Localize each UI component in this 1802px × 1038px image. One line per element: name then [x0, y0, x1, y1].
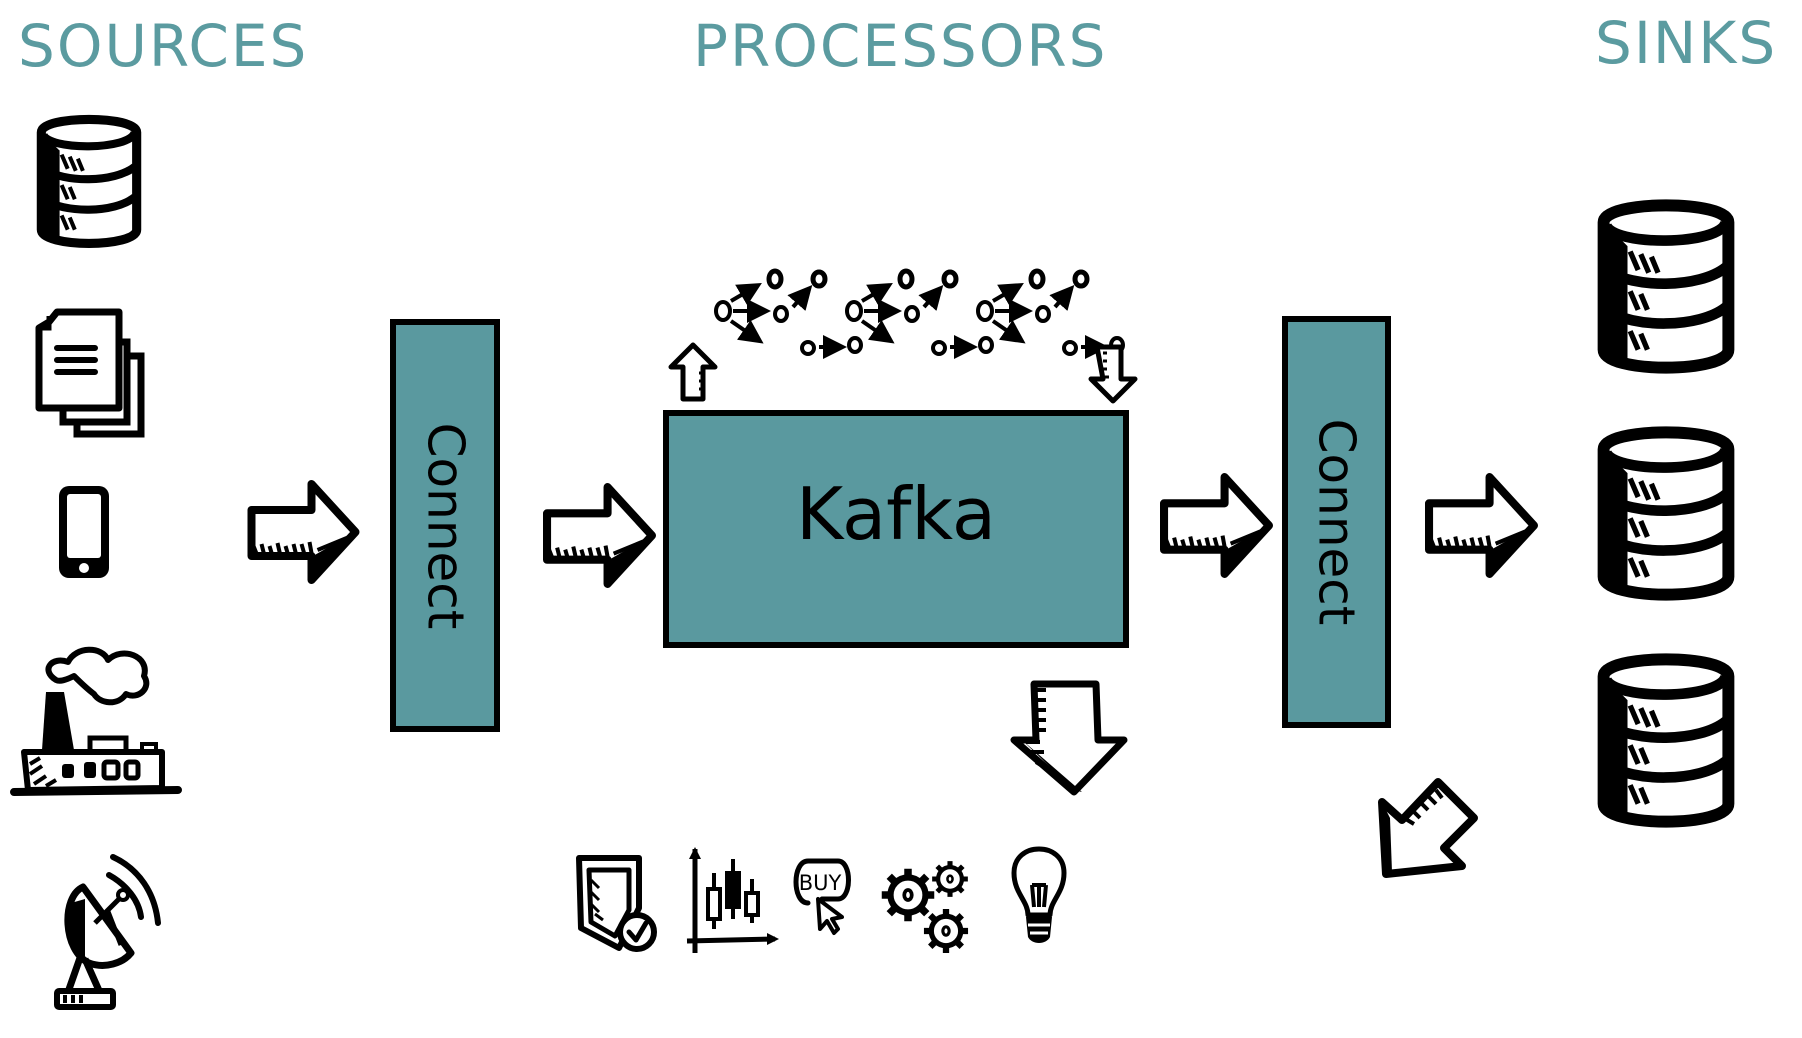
candlestick-chart-icon: [685, 845, 781, 957]
source-satellite-dish-icon: [35, 854, 163, 1015]
arrow-right-icon: [1425, 473, 1538, 578]
buy-button-label: BUY: [799, 871, 842, 895]
shield-check-icon: [575, 850, 657, 955]
stream-graph-2: [847, 271, 992, 354]
connect-source-label: Connect: [416, 422, 474, 629]
connect-sink-label: Connect: [1307, 418, 1366, 626]
buy-button-icon: BUY: [790, 855, 852, 937]
gears-icon: [880, 855, 975, 960]
sink-database-icon: [1593, 647, 1739, 833]
small-down-arrow-icon: [1088, 344, 1138, 404]
source-database-icon: [33, 110, 145, 252]
small-up-arrow-icon: [668, 342, 718, 402]
connect-source-box: Connect: [390, 319, 500, 732]
sink-database-icon: [1593, 193, 1739, 379]
arrow-right-icon: [543, 483, 656, 588]
kafka-box: Kafka: [663, 410, 1129, 648]
sinks-heading: SINKS: [1595, 9, 1778, 77]
stream-topology-graphs: [665, 255, 1138, 405]
sink-database-icon: [1593, 420, 1739, 606]
source-factory-icon: [10, 640, 182, 798]
arrow-down-icon: [1010, 680, 1128, 796]
stream-graph-1: [716, 271, 861, 354]
arrow-right-icon: [1160, 473, 1273, 578]
connect-sink-box: Connect: [1282, 316, 1391, 728]
source-smartphone-icon: [55, 482, 113, 582]
stream-graph-3: [978, 271, 1123, 354]
processors-heading: PROCESSORS: [693, 12, 1108, 80]
kafka-label: Kafka: [796, 472, 996, 556]
lightbulb-icon: [1010, 845, 1068, 947]
arrow-down-left-icon: [1378, 778, 1478, 882]
arrow-right-icon: [247, 480, 360, 584]
source-documents-icon: [35, 308, 147, 438]
sources-heading: SOURCES: [18, 12, 309, 80]
